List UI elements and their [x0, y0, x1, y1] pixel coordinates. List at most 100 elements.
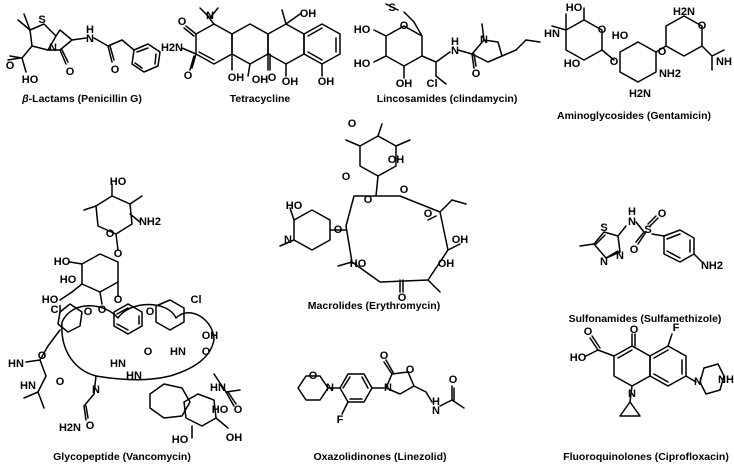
- ciprofloxacin-ketone-o: O: [630, 324, 639, 336]
- vancomycin-amide-n-ring: N: [92, 384, 100, 396]
- erythromycin-cladinose-methoxy-o: O: [348, 118, 357, 130]
- clindamycin-pyrrolidine-n: N: [480, 34, 488, 46]
- tetracycline-amide-h2n: H2N: [161, 42, 183, 54]
- gentamicin-ring1-o: O: [598, 24, 607, 36]
- vancomycin-glucose-hydroxyl-1: HO: [54, 256, 71, 268]
- ciprofloxacin-quinolone-n: N: [628, 388, 636, 400]
- erythromycin-ketone-o: O: [398, 292, 407, 304]
- linezolid-acetamide-h: H: [432, 396, 440, 408]
- gentamicin-ring3-amine: H2N: [673, 6, 695, 18]
- erythromycin-cladinose-hydroxyl: OH: [388, 154, 405, 166]
- vancomycin-asparagine-o: O: [86, 420, 95, 432]
- structure-tetracycline: N OH O H2N O OH OH O OH OH Tetracycline: [161, 7, 341, 105]
- tetracycline-c11-oxo: O: [268, 72, 277, 84]
- structure-vancomycin: HO NH2 O O HO HO HO O O Cl Cl O O OH HN …: [8, 176, 243, 463]
- tetracycline-amide-o: O: [184, 70, 193, 82]
- gentamicin-ring3-o: O: [698, 20, 707, 32]
- penicillin-lactam-o: O: [66, 66, 75, 78]
- vancomycin-diaryl-ether-o2: O: [146, 306, 155, 318]
- gentamicin-methylamino-nh: NH: [716, 56, 732, 68]
- sulfamethizole-sulfonamide-h: H: [628, 206, 636, 218]
- tetracycline-c6-hydroxyl: OH: [300, 8, 317, 20]
- vancomycin-glycosidic-o2: O: [114, 294, 123, 306]
- vancomycin-amide-o3: O: [202, 346, 211, 358]
- vancomycin-vancosamine-ring-o: O: [106, 228, 115, 240]
- caption-fluoroquinolones: Fluoroquinolones (Ciprofloxacin): [563, 451, 729, 463]
- gentamicin-methylamino-hn: HN: [544, 28, 560, 40]
- vancomycin-amide-hn-inner: HN: [126, 370, 142, 382]
- linezolid-acetamide-n: N: [432, 405, 440, 417]
- erythromycin-cladinose-ring-o: O: [342, 171, 351, 183]
- caption-lincosamides: Lincosamides (clindamycin): [377, 93, 518, 105]
- vancomycin-n-methylamino: HN: [8, 358, 24, 370]
- erythromycin-hydroxyl-c11: OH: [452, 234, 469, 246]
- ciprofloxacin-piperazine-n: N: [694, 376, 702, 388]
- vancomycin-diaryl-ether-o1: O: [84, 306, 93, 318]
- clindamycin-ring-o: O: [400, 20, 409, 32]
- vancomycin-glycosidic-o1: O: [114, 248, 123, 260]
- vancomycin-carboxyl-o: O: [234, 404, 243, 416]
- erythromycin-lactone-ring-o: O: [424, 208, 433, 220]
- vancomycin-asparagine-h2n: H2N: [59, 422, 81, 434]
- caption-aminoglycosides: Aminoglycosides (Gentamicin): [557, 110, 711, 122]
- vancomycin-glucose-hydroxyl-3: HO: [42, 294, 59, 306]
- vancomycin-amide-o1: O: [56, 376, 65, 388]
- vancomycin-glucose-hydroxyl-2: HO: [60, 274, 77, 286]
- clindamycin-c3-hydroxyl: HO: [354, 58, 371, 70]
- gentamicin-ring2-amine-lower: H2N: [629, 88, 651, 100]
- vancomycin-amide-nh3: HN: [210, 382, 226, 394]
- penicillin-carboxyl-o: O: [6, 60, 15, 72]
- erythromycin-desosamine-hydroxyl: HO: [286, 200, 303, 212]
- penicillin-amide-n: N: [86, 33, 94, 45]
- structure-linezolid: O N F N O O H N O Oxazolidinones (Linezo…: [297, 350, 465, 463]
- vancomycin-glucose-ring-o: O: [98, 304, 107, 316]
- sulfamethizole-sulfonyl-o2: O: [630, 244, 639, 256]
- penicillin-sulfur: S: [38, 14, 45, 26]
- ciprofloxacin-carboxyl-o: O: [584, 326, 593, 338]
- gentamicin-ring2-hydroxyl: HO: [612, 30, 629, 42]
- linezolid-morpholine-o: O: [309, 370, 318, 382]
- vancomycin-carboxyl-ho: HO: [212, 404, 229, 416]
- tetracycline-c3-hydroxyl: OH: [228, 72, 245, 84]
- vancomycin-chlorine-right: Cl: [191, 294, 202, 306]
- sulfamethizole-aniline-nh2: NH2: [701, 260, 723, 272]
- penicillin-amide-o: O: [111, 64, 120, 76]
- erythromycin-lactone-carbonyl-o: O: [400, 184, 409, 196]
- erythromycin-hydroxyl-c12: OH: [438, 258, 455, 270]
- vancomycin-leucine-carbonyl-o: O: [38, 350, 47, 362]
- vancomycin-chlorine-left: Cl: [51, 304, 62, 316]
- gentamicin-glycosidic-o1: O: [610, 56, 619, 68]
- erythromycin-dimethylamino-n: N: [284, 234, 292, 246]
- tetracycline-c10-hydroxyl: OH: [282, 76, 299, 88]
- erythromycin-desosamine-o: O: [334, 224, 343, 236]
- vancomycin-resorcinol-hydroxyl-2: OH: [226, 432, 243, 444]
- penicillin-nitrogen: N: [49, 42, 57, 54]
- sulfamethizole-thiadiazole-s: S: [600, 222, 607, 234]
- vancomycin-amide-nh2: HN: [170, 346, 186, 358]
- gentamicin-glycosidic-o2: O: [658, 46, 667, 58]
- structure-penicillin-g: S N H N O O O HO β-Lactams (Penicillin G…: [6, 13, 161, 105]
- gentamicin-ring2-amine: NH2: [659, 68, 681, 80]
- erythromycin-glycosidic-o: O: [364, 194, 373, 206]
- caption-penicillin-g: β-Lactams (Penicillin G): [21, 93, 142, 105]
- tetracycline-c12a-hydroxyl: OH: [252, 74, 269, 86]
- vancomycin-resorcinol-hydroxyl-1: HO: [172, 434, 189, 446]
- tetracycline-phenol-hydroxyl: OH: [318, 76, 335, 88]
- sulfamethizole-thiadiazole-n1: N: [616, 250, 624, 262]
- linezolid-acetamide-o: O: [449, 374, 458, 386]
- vancomycin-amide-o2: O: [144, 346, 153, 358]
- clindamycin-thioether-s: S: [388, 2, 395, 14]
- vancomycin-vancosamine-amine: NH2: [139, 216, 161, 228]
- structure-erythromycin: O OH O O O O HO N O OH OH HO O Macrolide…: [279, 118, 469, 312]
- erythromycin-hydroxyl-c6: HO: [350, 258, 367, 270]
- structure-ciprofloxacin: O HO O F N N NH Fluoroquinolones (Ciprof…: [563, 322, 734, 463]
- clindamycin-chlorine: Cl: [427, 78, 438, 90]
- tetracycline-c1-oxo: O: [178, 16, 187, 28]
- structure-clindamycin: S O HO HO OH Cl H N O N Lincosamides (cl…: [354, 2, 541, 105]
- linezolid-carbonyl-o: O: [380, 350, 389, 362]
- sulfamethizole-sulfonyl-o1: O: [658, 208, 667, 220]
- caption-tetracycline: Tetracycline: [230, 93, 291, 105]
- sulfamethizole-thiadiazole-n2: N: [600, 256, 608, 268]
- clindamycin-c4-hydroxyl: OH: [396, 78, 413, 90]
